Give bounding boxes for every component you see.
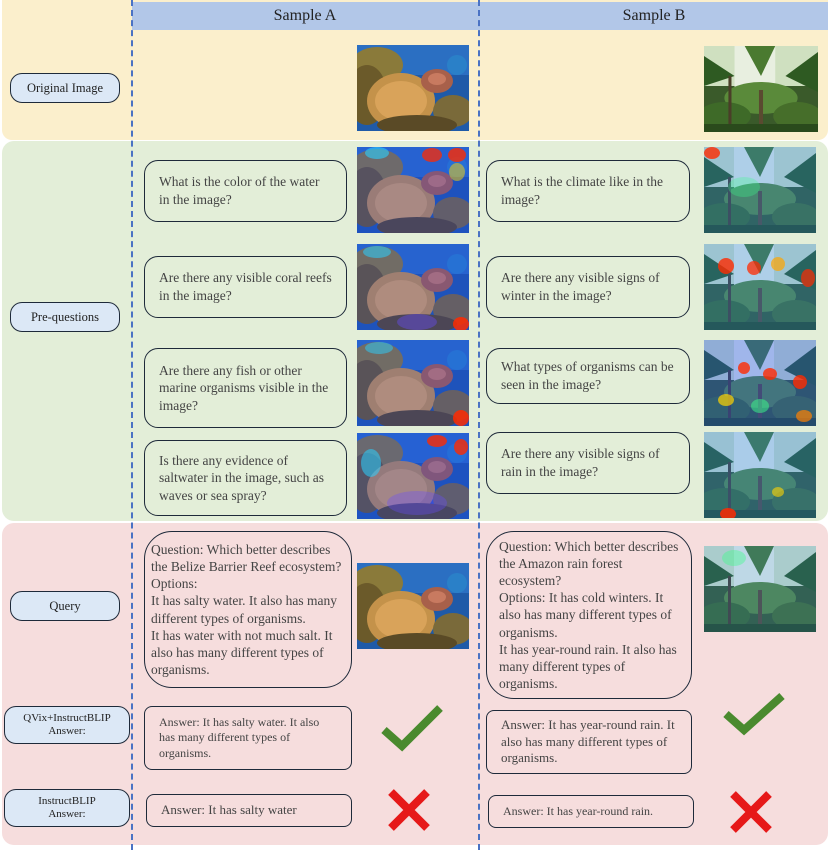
row-label-pre-questions: Pre-questions bbox=[10, 302, 120, 332]
sample-a-attention-map-2 bbox=[357, 244, 469, 330]
sample-a-qvix-answer: Answer: It has salty water. It also has … bbox=[144, 706, 352, 770]
sample-b-pre-question-4: Are there any visible signs of rain in t… bbox=[486, 432, 690, 494]
column-header-sample-a: Sample A bbox=[273, 7, 337, 24]
sample-a-pre-question-1: What is the color of the water in the im… bbox=[144, 160, 347, 222]
sample-b-pre-question-3: What types of organisms can be seen in t… bbox=[486, 348, 690, 404]
sample-b-attention-map-3 bbox=[704, 340, 816, 426]
sample-a-attention-map-1 bbox=[357, 147, 469, 233]
sample-a-attention-map-4 bbox=[357, 433, 469, 519]
sample-a-pre-question-2: Are there any visible coral reefs in the… bbox=[144, 256, 347, 318]
sample-b-instructblip-answer: Answer: It has year-round rain. bbox=[488, 795, 694, 828]
sample-b-attention-map-4 bbox=[704, 432, 816, 518]
sample-b-pre-question-2: Are there any visible signs of winter in… bbox=[486, 256, 690, 318]
sample-a-attention-map-3 bbox=[357, 340, 469, 426]
column-header-sample-b: Sample B bbox=[622, 7, 686, 24]
sample-a-query: Question: Which better describes the Bel… bbox=[144, 531, 352, 688]
sample-b-attention-map-1 bbox=[704, 147, 816, 233]
sample-b-qvix-answer: Answer: It has year-round rain. It also … bbox=[486, 710, 692, 774]
column-header-bar bbox=[132, 2, 828, 30]
sample-b-pre-question-1: What is the climate like in the image? bbox=[486, 160, 690, 222]
sample-a-pre-question-4: Is there any evidence of saltwater in th… bbox=[144, 440, 347, 516]
check-icon bbox=[381, 705, 443, 752]
sample-a-pre-question-3: Are there any fish or other marine organ… bbox=[144, 348, 347, 428]
row-label-original-image: Original Image bbox=[10, 73, 120, 103]
column-divider-left bbox=[131, 0, 133, 850]
check-icon bbox=[723, 693, 785, 736]
sample-b-attention-map-2 bbox=[704, 244, 816, 330]
row-label-query: Query bbox=[10, 591, 120, 621]
sample-a-original-image bbox=[357, 45, 469, 131]
row-label-qvix-answer: QVix+InstructBLIP Answer: bbox=[4, 706, 130, 744]
column-divider-middle bbox=[478, 0, 480, 850]
sample-a-instructblip-answer: Answer: It has salty water bbox=[146, 794, 352, 827]
cross-icon bbox=[388, 789, 430, 831]
cross-icon bbox=[730, 791, 772, 833]
sample-b-query-image bbox=[704, 546, 816, 632]
sample-a-query-image bbox=[357, 563, 469, 649]
sample-b-original-image bbox=[704, 46, 818, 132]
sample-b-query: Question: Which better describes the Ama… bbox=[486, 531, 692, 699]
row-label-instructblip-answer: InstructBLIP Answer: bbox=[4, 789, 130, 827]
